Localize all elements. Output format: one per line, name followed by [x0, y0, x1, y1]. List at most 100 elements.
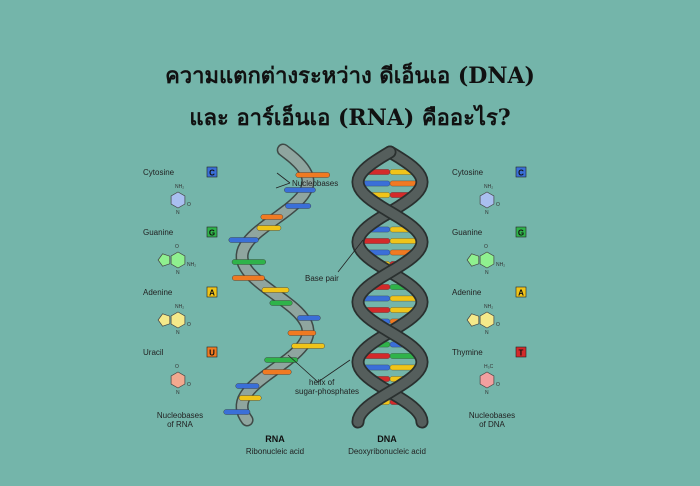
atom-label: NH₂: [484, 304, 493, 310]
atom-label: O: [496, 382, 500, 388]
nucleobase-name: Guanine: [452, 228, 483, 237]
atom-label: NH₂: [496, 262, 505, 268]
atom-label: O: [496, 322, 500, 328]
nucleobase-letter: C: [518, 169, 524, 178]
atom-label: N: [176, 210, 180, 216]
rna-nucleobase-list: Cytosine C NH₂ O N Guanine G O NH₂ N Adenine A NH₂ O N…: [143, 166, 218, 396]
atom-label: N: [485, 210, 489, 216]
nucleobase-badge: [515, 166, 527, 178]
rna-full-name: Ribonucleic acid: [246, 447, 304, 456]
rna-footer-line-2: of RNA: [167, 420, 193, 429]
nucleobase-molecule-ring: [157, 253, 171, 267]
dna-base-half: [389, 180, 419, 187]
atom-label: O: [175, 364, 179, 370]
nucleobase-letter: A: [518, 289, 524, 298]
nucleobase-molecule: [170, 311, 186, 329]
nucleobase-molecule: [170, 371, 186, 389]
atom-label: N: [176, 270, 180, 276]
atom-label: O: [187, 322, 191, 328]
page-title-line-2: และ อาร์เอ็นเอ (RNA) คืออะไร?: [189, 105, 511, 131]
nucleobase-name: Cytosine: [143, 168, 175, 177]
nucleobase-badge: [515, 346, 527, 358]
nucleobase-badge: [515, 226, 527, 238]
atom-label: NH₂: [187, 262, 196, 268]
dna-full-name: Deoxyribonucleic acid: [348, 447, 426, 456]
rna-base-rung: [287, 330, 317, 336]
nucleobase-molecule: [170, 251, 186, 269]
rna-footer-line-1: Nucleobases: [157, 411, 203, 420]
atom-label: N: [485, 270, 489, 276]
rna-base-rung: [235, 383, 260, 389]
dna-base-half: [361, 238, 391, 244]
nucleobase-molecule: [170, 191, 186, 209]
atom-label: N: [176, 330, 180, 336]
atom-label: NH₂: [175, 304, 184, 310]
nucleobase-molecule-ring: [466, 313, 480, 327]
nucleobase-name: Adenine: [452, 288, 482, 297]
nucleobases-label: Nucleobases: [292, 179, 338, 188]
rna-base-rung: [256, 225, 282, 231]
rna-base-rung: [231, 259, 266, 265]
atom-label: O: [187, 382, 191, 388]
nucleobase-name: Uracil: [143, 348, 164, 357]
atom-label: NH₂: [175, 184, 184, 190]
nucleobase-letter: U: [209, 349, 215, 358]
rna-base-rung: [260, 214, 284, 220]
page-title-line-1: ความแตกต่างระหว่าง ดีเอ็นเอ (DNA): [165, 63, 535, 89]
atom-label: N: [485, 330, 489, 336]
nucleobase-molecule-ring: [157, 313, 171, 327]
atom-label: NH₂: [484, 184, 493, 190]
rna-base-rung: [291, 343, 325, 349]
dna-strand: [353, 147, 427, 427]
dna-name: DNA: [377, 434, 397, 444]
nucleobase-badge: [206, 346, 218, 358]
rna-base-rung: [261, 287, 290, 293]
dna-helix: [351, 145, 429, 429]
nucleobase-name: Thymine: [452, 348, 483, 357]
atom-label: O: [484, 244, 488, 250]
rna-base-rung: [228, 237, 259, 243]
nucleobase-molecule: [479, 311, 495, 329]
rna-name: RNA: [265, 434, 285, 444]
helix-callout: helix of sugar-phosphates: [287, 354, 359, 396]
rna-base-rung: [285, 203, 312, 209]
nucleobase-letter: G: [518, 229, 524, 238]
rna-base-rung: [297, 315, 321, 321]
nucleobase-molecule: [479, 371, 495, 389]
atom-label: N: [485, 390, 489, 396]
base-pair-label: Base pair: [305, 274, 339, 283]
nucleobase-badge: [206, 226, 218, 238]
nucleobase-molecule: [479, 191, 495, 209]
atom-label: O: [187, 202, 191, 208]
nucleobase-letter: T: [519, 349, 524, 358]
atom-label: N: [176, 390, 180, 396]
dna-strand: [353, 147, 427, 427]
rna-backbone: [237, 145, 313, 425]
rna-base-rung: [295, 172, 330, 178]
helix-label-line-1: helix of: [309, 378, 335, 387]
base-pair-callout: Base pair: [305, 239, 364, 283]
nucleobases-callout: Nucleobases: [275, 172, 338, 189]
dna-footer-line-1: Nucleobases: [469, 411, 515, 420]
dna-base-half: [389, 238, 419, 244]
nucleobase-badge: [515, 286, 527, 298]
nucleobase-letter: A: [209, 289, 215, 298]
nucleobase-name: Cytosine: [452, 168, 484, 177]
dna-base-half: [361, 180, 391, 187]
nucleobase-name: Guanine: [143, 228, 174, 237]
nucleobase-badge: [206, 166, 218, 178]
atom-label: H₃C: [484, 364, 494, 370]
rna-base-rung: [269, 300, 293, 306]
nucleobase-molecule-ring: [466, 253, 480, 267]
nucleobase-letter: G: [209, 229, 215, 238]
atom-label: O: [175, 244, 179, 250]
rna-helix: [223, 143, 330, 427]
rna-base-rung: [264, 357, 299, 363]
nucleobase-name: Adenine: [143, 288, 173, 297]
dna-nucleobase-list: Cytosine C NH₂ O N Guanine G O NH₂ N Adenine A NH₂ O N…: [452, 166, 527, 396]
rna-base-rung: [238, 395, 262, 401]
nucleobase-letter: C: [209, 169, 215, 178]
rna-base-rung: [284, 187, 316, 193]
dna-footer-line-2: of DNA: [479, 420, 505, 429]
